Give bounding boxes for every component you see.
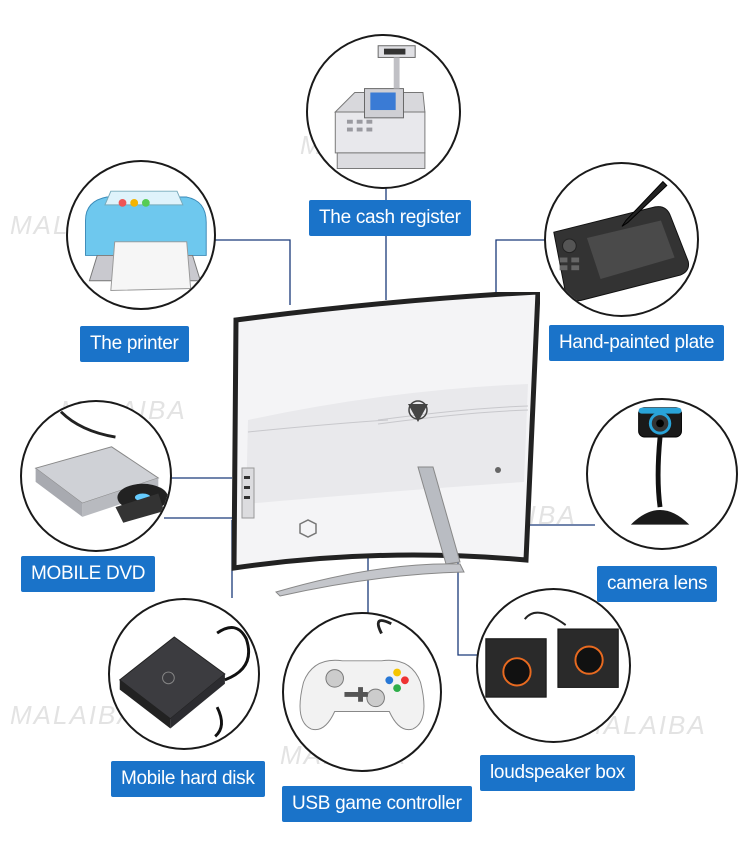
- speakers-label: loudspeaker box: [480, 755, 635, 791]
- drawing-tablet-label: Hand-painted plate: [549, 325, 725, 361]
- printer-circle: [66, 160, 216, 310]
- dvd-drive-label: MOBILE DVD: [21, 556, 156, 592]
- hard-disk-icon: [118, 626, 251, 738]
- dvd-drive-circle: [20, 400, 172, 552]
- webcam-label: camera lens: [597, 566, 718, 602]
- webcam-circle: [586, 398, 738, 550]
- cash-register-label: The cash register: [309, 200, 471, 236]
- hard-disk-label: Mobile hard disk: [111, 761, 265, 797]
- cash-register-icon: [334, 45, 426, 169]
- game-controller-icon: [299, 619, 425, 731]
- printer-icon: [85, 190, 207, 291]
- drawing-tablet-icon: [553, 180, 690, 302]
- hard-disk-circle: [108, 598, 260, 750]
- game-controller-label: USB game controller: [282, 786, 472, 822]
- all-in-one-monitor: [231, 292, 540, 597]
- game-controller-circle: [282, 612, 442, 772]
- speakers-icon: [485, 611, 619, 698]
- drawing-tablet-circle: [544, 162, 699, 317]
- printer-label: The printer: [80, 326, 189, 362]
- webcam-icon: [630, 407, 690, 525]
- speakers-circle: [476, 588, 631, 743]
- dvd-drive-icon: [34, 410, 169, 523]
- cash-register-circle: [306, 34, 461, 189]
